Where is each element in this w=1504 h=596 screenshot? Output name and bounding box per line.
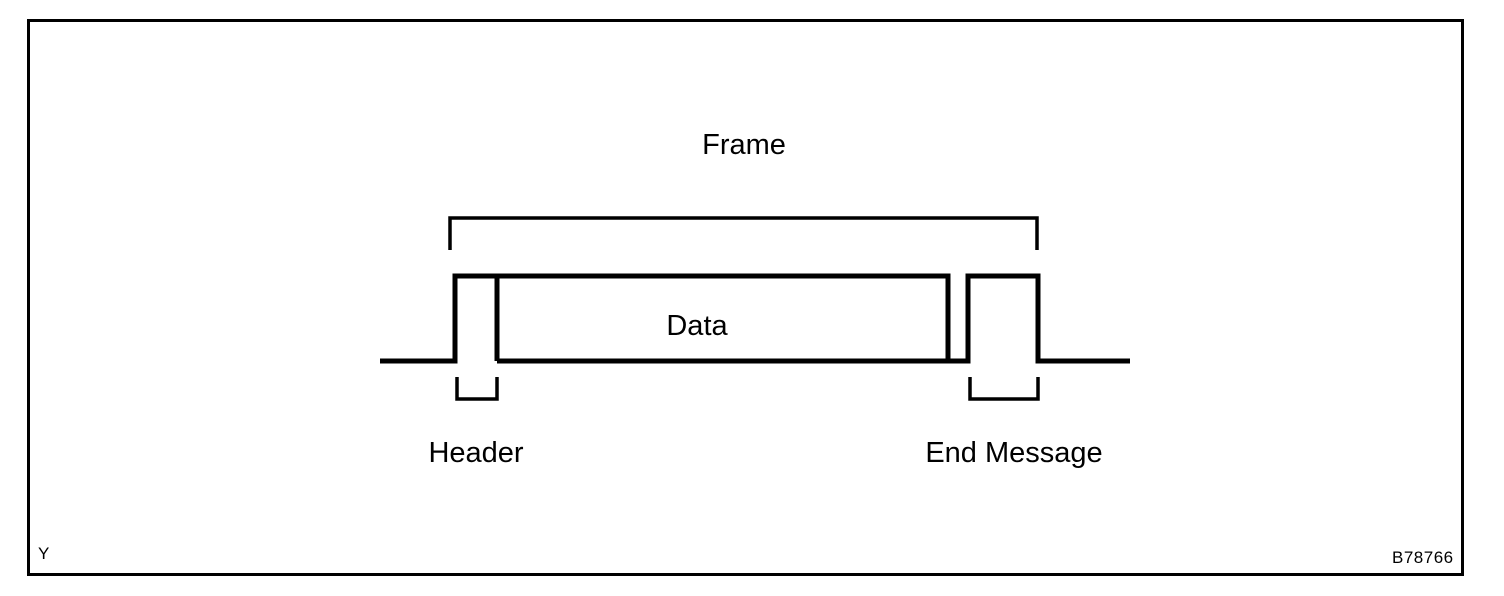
header-span-bracket (455, 377, 499, 401)
end-message-label: End Message (925, 437, 1103, 469)
figure-code: B78766 (1392, 548, 1454, 567)
frame-span-bracket (448, 216, 1039, 250)
data-label: Data (666, 310, 728, 342)
end-message-span-bracket (968, 377, 1040, 401)
figure-border (27, 19, 1464, 576)
corner-mark: Y (38, 544, 50, 563)
header-label: Header (428, 437, 524, 469)
frame-label: Frame (702, 129, 786, 161)
data-block-outline (494, 273, 951, 364)
signal-waveform (380, 273, 1130, 364)
